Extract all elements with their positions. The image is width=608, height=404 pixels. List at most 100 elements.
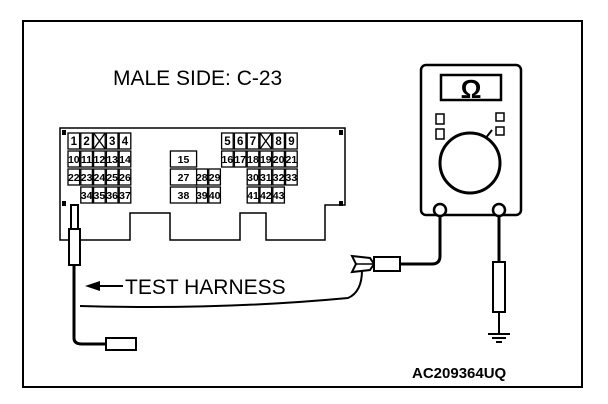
- connector-pin-27: 27: [169, 168, 198, 186]
- connector-pin-31: 31: [259, 168, 273, 186]
- svg-text:15: 15: [178, 154, 190, 166]
- svg-text:27: 27: [178, 172, 190, 184]
- connector-pin-16: 16: [220, 150, 234, 168]
- svg-text:22: 22: [68, 172, 80, 184]
- connector-clip-right: [339, 201, 343, 206]
- svg-text:41: 41: [247, 190, 259, 202]
- meter-lead-red: [400, 212, 442, 266]
- connector-pin-17: 17: [233, 150, 247, 168]
- svg-text:42: 42: [260, 190, 272, 202]
- svg-text:9: 9: [288, 136, 294, 148]
- svg-text:10: 10: [68, 154, 80, 166]
- svg-text:6: 6: [237, 136, 243, 148]
- probe-sleeve: [68, 228, 81, 266]
- connector-pin-6: 6: [233, 132, 247, 150]
- ground-lead: [488, 216, 510, 343]
- test-harness-probe: [68, 204, 137, 351]
- connector-pin-23: 23: [80, 168, 94, 186]
- svg-text:31: 31: [260, 172, 272, 184]
- probe-plug-right: [373, 256, 401, 272]
- svg-text:18: 18: [247, 154, 259, 166]
- connector-pin-26: 26: [118, 168, 132, 186]
- test-harness-callout: TEST HARNESS: [85, 276, 286, 299]
- range-indicator-2: [435, 128, 445, 140]
- svg-text:26: 26: [119, 172, 131, 184]
- svg-text:3: 3: [109, 136, 115, 148]
- connector-pin-5: 5: [220, 132, 234, 150]
- callout-arrowhead: [85, 281, 100, 291]
- connector-clip-left: [62, 201, 66, 206]
- connector-pin-4: 4: [118, 132, 132, 150]
- svg-text:36: 36: [106, 190, 118, 202]
- harness-wire-left: [72, 265, 106, 346]
- svg-text:12: 12: [94, 154, 106, 166]
- svg-text:40: 40: [209, 190, 221, 202]
- connector-pin-2: 2: [80, 132, 94, 150]
- connector-pin-40: 40: [208, 186, 222, 204]
- connector-pin-28: 28: [195, 168, 209, 186]
- harness-wire-right: [79, 269, 363, 308]
- connector-pin-37: 37: [118, 186, 132, 204]
- connector-pin-30: 30: [246, 168, 260, 186]
- svg-text:23: 23: [81, 172, 93, 184]
- connector-pin-33: 33: [284, 168, 298, 186]
- selector-dial: [438, 131, 502, 195]
- connector-pin-41: 41: [246, 186, 260, 204]
- connector-lock-left: [62, 130, 66, 135]
- multimeter: Ω: [419, 63, 523, 218]
- svg-text:39: 39: [196, 190, 208, 202]
- connector-pin-32: 32: [272, 168, 286, 186]
- connector-pin-1: 1: [67, 132, 81, 150]
- svg-text:43: 43: [273, 190, 285, 202]
- connector-pin-39: 39: [195, 186, 209, 204]
- connector-pin-38: 38: [169, 186, 198, 204]
- svg-text:37: 37: [119, 190, 131, 202]
- svg-text:21: 21: [286, 154, 298, 166]
- svg-text:19: 19: [260, 154, 272, 166]
- svg-text:17: 17: [234, 154, 246, 166]
- connector-pin-22: 22: [67, 168, 81, 186]
- svg-text:35: 35: [94, 190, 106, 202]
- svg-text:20: 20: [273, 154, 285, 166]
- connector-pin-9: 9: [284, 132, 298, 150]
- range-indicator-3: [495, 112, 505, 122]
- svg-text:11: 11: [81, 154, 92, 166]
- connector-pin-24: 24: [92, 168, 106, 186]
- connector-lock-right: [339, 130, 343, 135]
- terminal-right: [491, 202, 507, 218]
- connector-pin-34: 34: [80, 186, 94, 204]
- connector-pin-25: 25: [105, 168, 119, 186]
- svg-text:30: 30: [247, 172, 259, 184]
- connector-pin-42: 42: [259, 186, 273, 204]
- connector-pin-36: 36: [105, 186, 119, 204]
- svg-text:38: 38: [178, 190, 190, 202]
- svg-text:1: 1: [71, 136, 78, 148]
- probe-tip: [70, 204, 79, 232]
- connector-pin-35: 35: [92, 186, 106, 204]
- figure-code: AC209364UQ: [412, 365, 507, 382]
- connector-pin-19: 19: [259, 150, 273, 168]
- connector-pin-21: 21: [284, 150, 298, 168]
- connector-pin-3: 3: [105, 132, 119, 150]
- svg-text:14: 14: [119, 154, 131, 166]
- svg-text:8: 8: [275, 136, 282, 148]
- connector-pin-12: 12: [92, 150, 106, 168]
- connector-pin-14: 14: [118, 150, 132, 168]
- connector-pin-10: 10: [67, 150, 81, 168]
- svg-text:33: 33: [286, 172, 298, 184]
- svg-text:2: 2: [83, 136, 89, 148]
- connector-title: MALE SIDE: C-23: [113, 67, 282, 90]
- svg-text:13: 13: [106, 154, 118, 166]
- connector-pin-unused-2: [259, 132, 273, 150]
- connector-pin-8: 8: [272, 132, 286, 150]
- connector-pin-43: 43: [272, 186, 286, 204]
- svg-text:32: 32: [273, 172, 285, 184]
- svg-text:16: 16: [222, 154, 234, 166]
- connector-pin-18: 18: [246, 150, 260, 168]
- svg-text:4: 4: [122, 136, 129, 148]
- callout-label: TEST HARNESS: [125, 276, 286, 299]
- svg-text:7: 7: [250, 136, 256, 148]
